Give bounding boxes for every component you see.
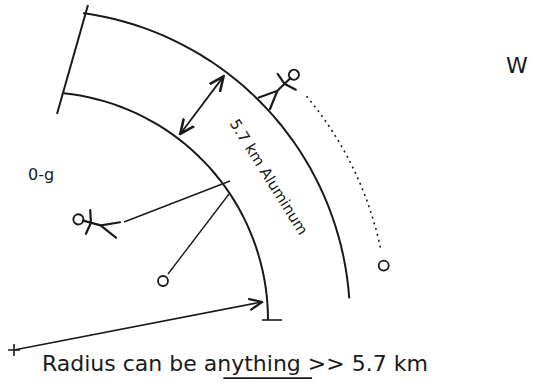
radius-arrow [14,302,262,350]
floating-person [70,207,121,242]
sight-line [168,194,229,274]
end-line [57,5,88,114]
radius-origin [8,344,20,356]
thickness-arrow [180,76,223,134]
dotted-path [307,96,381,247]
zero-g-note: 0-g [28,166,54,184]
outer-surface [83,13,349,298]
thickness-label: 5.7 km Aluminum [226,117,310,239]
underline [223,377,312,379]
band-arcs [64,13,381,320]
end-tick [262,319,282,321]
radius-note: Radius can be anything >> 5.7 km [42,352,428,376]
band-group [8,5,389,356]
corner-note: W [506,54,528,78]
sight-line [124,181,230,222]
outer-ball [379,261,389,271]
inner-ball [158,276,168,286]
standing-person [256,63,306,112]
